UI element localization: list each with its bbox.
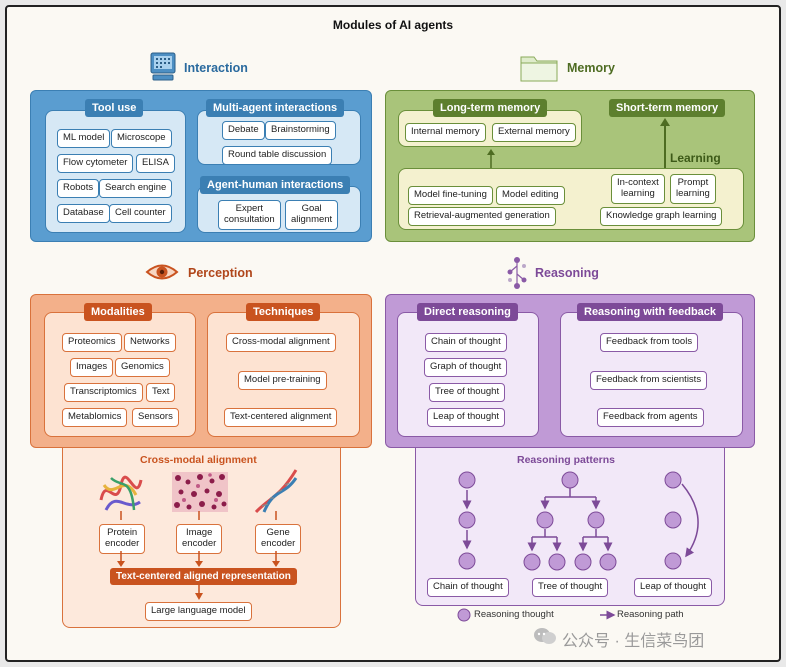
tool-microscope: Microscope	[111, 129, 172, 148]
mod-images: Images	[70, 358, 114, 377]
direct-tree: Tree of thought	[429, 383, 506, 402]
multi-round-table: Round table discussion	[222, 146, 333, 165]
human-expert: Expert consultation	[218, 200, 281, 230]
human-goal: Goal alignment	[285, 200, 339, 230]
agent-human-header: Agent-human interactions	[200, 176, 351, 194]
tech-text-centered: Text-centered alignment	[224, 408, 338, 427]
large-language-model: Large language model	[145, 602, 252, 621]
reasoning-title: Reasoning	[535, 266, 599, 280]
protein-structure-icon	[99, 475, 143, 511]
tool-elisa: ELISA	[136, 154, 175, 173]
figure-title: Modules of AI agents	[332, 18, 454, 32]
direct-graph: Graph of thought	[424, 358, 508, 377]
mod-transcriptomics: Transcriptomics	[64, 383, 143, 402]
tech-pretraining: Model pre-training	[238, 371, 327, 390]
tool-cell-counter: Cell counter	[109, 204, 172, 223]
multi-brainstorming: Brainstorming	[265, 121, 336, 140]
mod-proteomics: Proteomics	[62, 333, 122, 352]
reasoning-tree-icon	[505, 256, 529, 295]
computer-icon	[150, 52, 176, 87]
watermark-text: 公众号 · 生信菜鸟团	[562, 633, 705, 650]
model-fine-tuning: Model fine-tuning	[408, 186, 493, 205]
feedback-tools: Feedback from tools	[600, 333, 699, 352]
techniques-header: Techniques	[246, 303, 321, 321]
pattern-leap: Leap of thought	[634, 578, 713, 597]
feedback-header: Reasoning with feedback	[577, 303, 724, 321]
tool-ml-model: ML model	[57, 129, 111, 148]
long-term-header: Long-term memory	[433, 99, 548, 117]
dna-helix-icon	[254, 469, 298, 514]
direct-reasoning-header: Direct reasoning	[417, 303, 518, 321]
tool-flow-cytometer: Flow cytometer	[57, 154, 134, 173]
prompt-learning: Prompt learning	[670, 174, 716, 204]
pattern-tree: Tree of thought	[532, 578, 609, 597]
aligned-representation: Text-centered aligned representation	[110, 568, 297, 585]
feedback-scientists: Feedback from scientists	[590, 371, 708, 390]
tool-use-header: Tool use	[85, 99, 144, 117]
tool-database: Database	[57, 204, 110, 223]
perception-title: Perception	[188, 266, 253, 280]
direct-leap: Leap of thought	[427, 408, 506, 427]
internal-memory: Internal memory	[405, 123, 486, 142]
direct-chain: Chain of thought	[425, 333, 507, 352]
interaction-title: Interaction	[184, 61, 248, 75]
folder-icon	[520, 52, 558, 87]
memory-title: Memory	[567, 61, 615, 75]
cross-modal-label: Cross-modal alignment	[140, 454, 257, 466]
tool-robots: Robots	[57, 179, 100, 198]
reasoning-patterns-label: Reasoning patterns	[517, 454, 616, 466]
model-editing: Model editing	[496, 186, 565, 205]
modalities-header: Modalities	[84, 303, 152, 321]
learning-label: Learning	[670, 151, 721, 165]
tech-cross-modal: Cross-modal alignment	[226, 333, 336, 352]
pattern-chain: Chain of thought	[427, 578, 509, 597]
external-memory: External memory	[492, 123, 576, 142]
legend-thought: Reasoning thought	[474, 609, 554, 620]
tool-search-engine: Search engine	[99, 179, 173, 198]
cell-image-icon	[172, 472, 228, 512]
mod-networks: Networks	[124, 333, 176, 352]
short-term-header: Short-term memory	[609, 99, 726, 117]
rag: Retrieval-augmented generation	[408, 207, 556, 226]
multi-debate: Debate	[222, 121, 265, 140]
multi-agent-header: Multi-agent interactions	[206, 99, 345, 117]
protein-encoder: Protein encoder	[99, 524, 146, 554]
wechat-icon	[533, 626, 557, 651]
knowledge-graph-learning: Knowledge graph learning	[600, 207, 723, 226]
mod-text: Text	[146, 383, 176, 402]
mod-genomics: Genomics	[115, 358, 170, 377]
mod-metablomics: Metablomics	[62, 408, 128, 427]
eye-icon	[145, 262, 179, 287]
mod-sensors: Sensors	[132, 408, 179, 427]
in-context-learning: In-context learning	[611, 174, 665, 204]
feedback-agents: Feedback from agents	[597, 408, 704, 427]
gene-encoder: Gene encoder	[255, 524, 302, 554]
legend-path: Reasoning path	[617, 609, 684, 620]
